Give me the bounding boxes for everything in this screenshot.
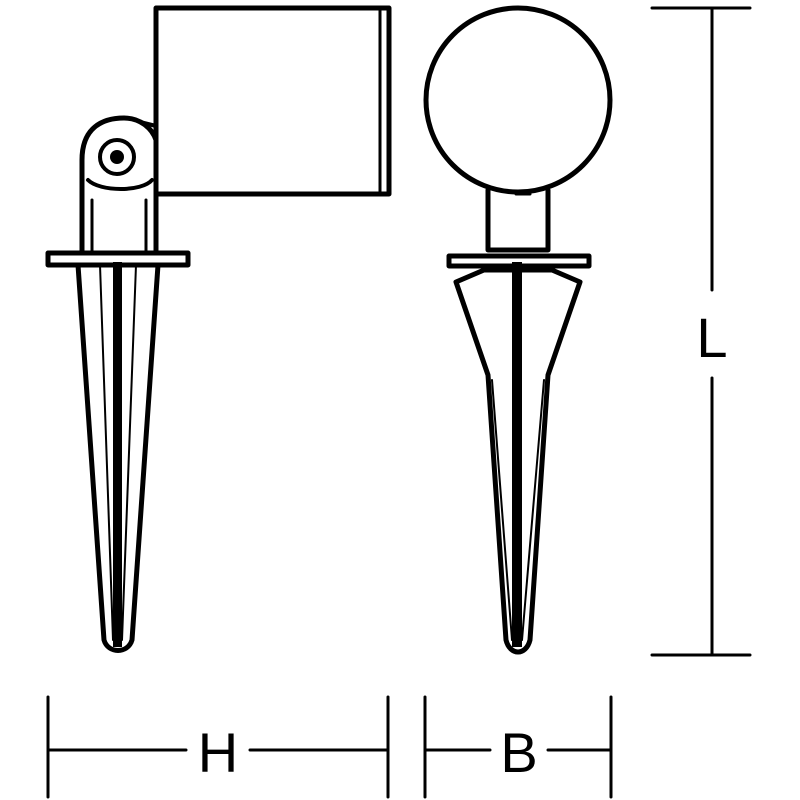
front-view-spike-edge-left [491,379,513,641]
dimension-length: L [650,6,752,657]
front-view-spike-rib [512,262,522,647]
side-view [45,5,392,653]
front-view-head [423,5,613,195]
side-view-spike-edge-left [99,264,114,641]
dimension-width: B [423,695,613,799]
side-view-knuckle-lip [138,120,158,128]
side-view-knuckle-bolt-outer [98,138,136,176]
side-view-knuckle [79,115,159,255]
side-view-knuckle-bolt-inner [110,150,124,164]
side-view-spike [75,262,161,653]
front-view-flare-right [550,268,582,284]
front-view [423,5,613,655]
dimension-height-label: H [198,721,238,784]
dimension-height: H [46,695,390,799]
front-view-flare-left [454,268,486,284]
side-view-head [153,5,392,197]
front-view-neck [485,187,551,253]
dimension-width-label: B [500,721,537,784]
front-view-spike-edge-right [521,379,545,641]
side-view-spike-rib [113,262,122,647]
side-view-spike-edge-right [121,264,137,641]
side-view-knuckle-band [86,178,154,191]
dimension-length-label: L [696,306,727,369]
